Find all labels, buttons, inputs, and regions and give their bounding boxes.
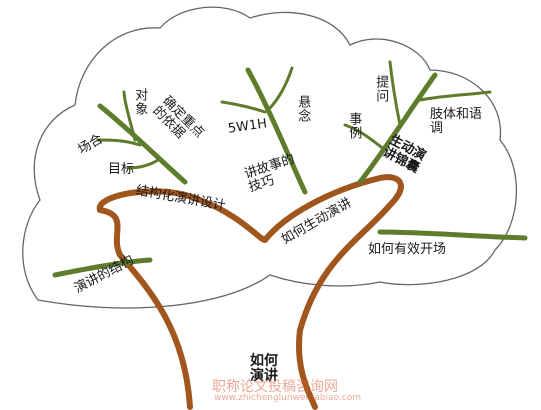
label-object: 对象	[132, 88, 148, 116]
twig-5w1h	[220, 100, 267, 114]
twig-middle	[245, 67, 308, 195]
label-goal: 目标	[108, 162, 135, 177]
crown-outline	[22, 6, 517, 309]
label-suspense: 悬念	[295, 95, 311, 123]
twig-venue	[96, 138, 142, 147]
twig-right	[357, 72, 438, 185]
twig-suspense	[268, 66, 294, 110]
label-bodylang: 肢体和语调	[430, 107, 483, 137]
label-right-main: 如何有效开场	[368, 242, 447, 257]
watermark-url: www.zhichenglunwenfabiao.com	[214, 393, 362, 403]
twig-goal	[126, 158, 160, 170]
label-example: 事例	[346, 112, 362, 140]
label-root: 如何演讲	[250, 353, 278, 385]
trunk-outline	[96, 174, 404, 410]
label-question: 提问	[373, 75, 389, 103]
twig-left-lower	[52, 257, 153, 278]
twig-example	[343, 123, 387, 152]
twig-object	[122, 90, 137, 142]
twig-question	[388, 60, 402, 127]
twig-bodylang	[418, 90, 492, 102]
twig-left-main	[97, 103, 188, 185]
watermark-text: 职称论文投稿咨询网	[212, 379, 338, 395]
twig-right-lower	[377, 229, 528, 241]
